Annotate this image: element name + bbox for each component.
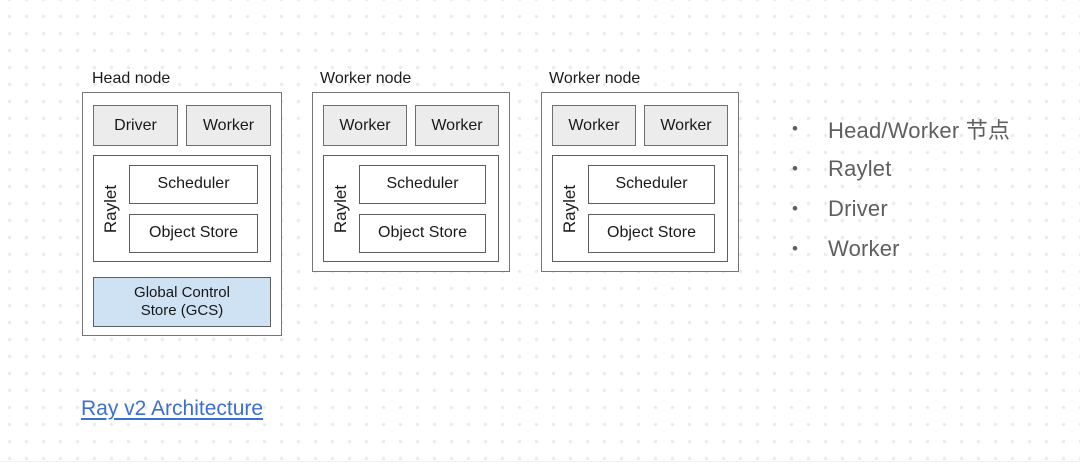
bullet-icon: • <box>792 119 798 138</box>
gcs-label-line2: Store (GCS) <box>140 302 224 319</box>
worker-node-1-box: Worker Worker Raylet Scheduler Object St… <box>312 92 510 272</box>
head-node-title: Head node <box>92 70 171 87</box>
worker-box: Worker <box>552 105 636 146</box>
bullet-item-head-worker-node: Head/Worker 节点 <box>828 118 1011 143</box>
ray-v2-architecture-link[interactable]: Ray v2 Architecture <box>81 397 264 420</box>
bullet-item-raylet: Raylet <box>828 156 892 181</box>
head-node-box: Driver Worker Raylet Scheduler Object St… <box>82 92 282 336</box>
object-store-box: Object Store <box>359 213 486 253</box>
worker-node-2-raylet-label-strip: Raylet <box>553 156 588 261</box>
list-item: • Driver <box>792 189 1010 229</box>
worker-box: Worker <box>323 105 407 146</box>
global-control-store-box: Global Control Store (GCS) <box>93 277 271 327</box>
list-item: • Raylet <box>792 149 1010 189</box>
worker-node-1-raylet-label-strip: Raylet <box>324 156 359 261</box>
worker-node-2-title: Worker node <box>549 70 641 87</box>
scheduler-box: Scheduler <box>588 164 715 204</box>
head-node-process-row: Driver Worker <box>93 105 271 146</box>
list-item: • Head/Worker 节点 <box>792 109 1010 149</box>
legend-bullet-list: • Head/Worker 节点 • Raylet • Driver • Wor… <box>792 109 1010 269</box>
worker-box: Worker <box>415 105 499 146</box>
worker-node-2-raylet-children: Scheduler Object Store <box>588 156 727 261</box>
head-raylet-label-strip: Raylet <box>94 156 129 261</box>
worker-box: Worker <box>644 105 728 146</box>
raylet-label: Raylet <box>101 184 121 233</box>
driver-box: Driver <box>93 105 178 146</box>
worker-node-1-title: Worker node <box>320 70 412 87</box>
worker-box: Worker <box>186 105 271 146</box>
scheduler-box: Scheduler <box>359 164 486 204</box>
bullet-icon: • <box>792 199 798 218</box>
head-raylet-box: Raylet Scheduler Object Store <box>93 155 271 262</box>
scheduler-box: Scheduler <box>129 164 258 204</box>
worker-node-1-raylet-children: Scheduler Object Store <box>359 156 498 261</box>
worker-node-2-process-row: Worker Worker <box>552 105 728 146</box>
bullet-item-driver: Driver <box>828 196 888 221</box>
bullet-icon: • <box>792 159 798 178</box>
bullet-item-worker: Worker <box>828 236 900 261</box>
worker-node-1-process-row: Worker Worker <box>323 105 499 146</box>
worker-node-1-raylet-box: Raylet Scheduler Object Store <box>323 155 499 262</box>
list-item: • Worker <box>792 229 1010 269</box>
raylet-label: Raylet <box>331 184 351 233</box>
raylet-label: Raylet <box>560 184 580 233</box>
bullet-icon: • <box>792 239 798 258</box>
head-raylet-children: Scheduler Object Store <box>129 156 270 261</box>
object-store-box: Object Store <box>588 213 715 253</box>
worker-node-2-box: Worker Worker Raylet Scheduler Object St… <box>541 92 739 272</box>
object-store-box: Object Store <box>129 213 258 253</box>
worker-node-2-raylet-box: Raylet Scheduler Object Store <box>552 155 728 262</box>
gcs-label-line1: Global Control <box>134 284 230 301</box>
